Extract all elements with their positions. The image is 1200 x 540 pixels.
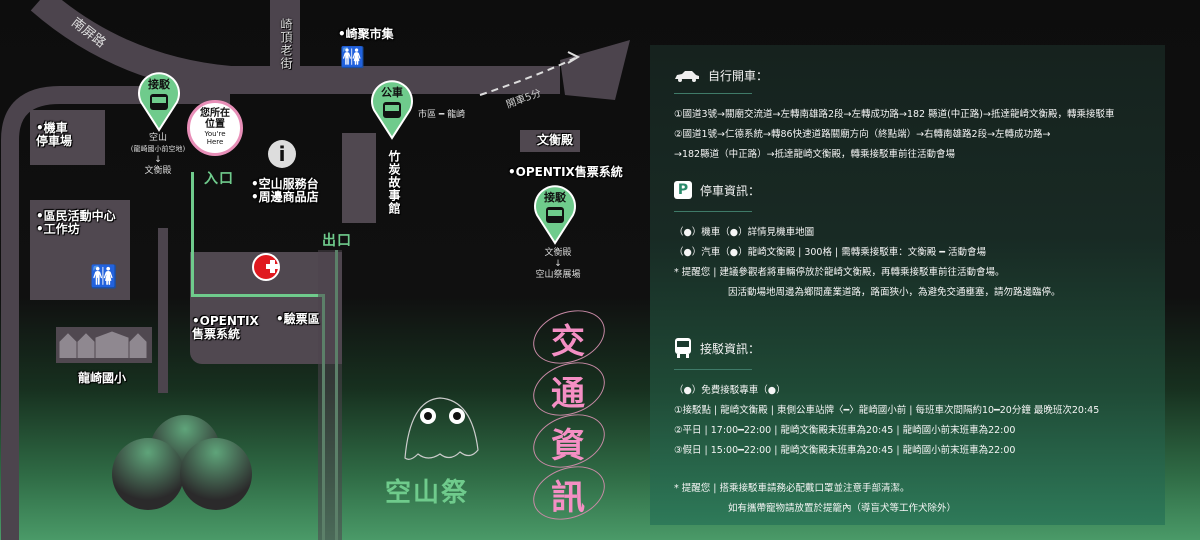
divider (674, 93, 752, 94)
parking-line: （●）機車（●）詳情見機車地圖 (674, 227, 815, 238)
bus-icon (675, 338, 691, 358)
bamboo-museum-block (342, 133, 376, 223)
divider (674, 369, 752, 370)
tree-icon (112, 438, 184, 510)
moto-parking-block (30, 110, 105, 165)
side-road (158, 228, 168, 393)
shuttle-line: ③假日 | 15:00━22:00 | 龍崎文衡殿末班車為20:45 | 龍崎國… (674, 445, 1016, 456)
ghost-mascot-icon (404, 397, 479, 460)
info-panel: 自行開車： ①國道3號→關廟交流道→左轉南雄路2段→左轉成功路→182 縣道(中… (650, 45, 1165, 525)
entry-path (191, 172, 194, 294)
shuttle-reminder-cont: 如有攜帶寵物請放置於提籠內（導盲犬等工作犬除外） (728, 503, 957, 514)
bus-route-label: 市區 ━ 龍崎 (418, 110, 466, 120)
shuttle-reminder: * 提醒您 | 搭乘接駁車請務必配戴口罩並注意手部清潔。 (674, 483, 910, 494)
parking-heading: P 停車資訊： (674, 181, 760, 199)
restroom-nursing-icon: 🚻 (340, 45, 365, 69)
service-desk-label: •空山服務台•周邊商品店 (251, 177, 319, 204)
title-char: 訊 (551, 478, 585, 518)
shuttle-heading-text: 接駁資訊： (700, 341, 761, 356)
school-label: 龍崎國小 (78, 371, 127, 385)
market-label: •崎聚市集 (338, 27, 394, 41)
divider (674, 211, 752, 212)
drive-route-2-cont: →182縣道（中正路）→抵達龍崎文衡殿，轉乘接駁車前往活動會場 (674, 149, 956, 160)
title-char: 交 (551, 322, 585, 362)
parking-heading-text: 停車資訊： (700, 183, 761, 198)
wenheng-hall-block (520, 130, 580, 152)
tree-icon (180, 438, 252, 510)
community-center-block (30, 200, 130, 300)
exit-label: 出口 (322, 233, 352, 249)
bamboo-museum-label: 竹炭故事館 (387, 150, 401, 215)
shuttle-pin-left-label: 接駁 (148, 78, 170, 91)
shuttle-right-route: 文衡殿 ↓ 空山祭展場 (535, 248, 581, 280)
restroom-icon: 🚻 (90, 265, 118, 290)
you-are-here-marker: 您所在 位置 You're Here (187, 100, 243, 156)
drive-route-1: ①國道3號→關廟交流道→左轉南雄路2段→左轉成功路→182 縣道(中正路)→抵達… (674, 109, 1115, 120)
first-aid-icon (252, 253, 280, 281)
entrance-label: 入口 (204, 171, 234, 187)
bus-pin-label: 公車 (381, 86, 403, 99)
community-center-label: •區民活動中心•工作坊 (36, 209, 116, 236)
parking-icon: P (674, 181, 692, 199)
shuttle-pin-left[interactable]: 接駁 (137, 72, 181, 132)
exit-road (318, 250, 342, 540)
kongshan-logo: 空山祭 (385, 478, 470, 508)
car-icon (675, 70, 699, 82)
title-char: 資 (551, 426, 585, 466)
inner-path (191, 294, 323, 297)
shuttle-line: （●）免費接駁專車（●） (674, 385, 786, 396)
title-char: 通 (551, 374, 585, 414)
shuttle-pin-right[interactable]: 接駁 (533, 185, 577, 245)
parking-reminder-cont: 因活動場地周邊為鄉間產業道路，路面狹小，為避免交通壅塞，請勿路邊臨停。 (728, 287, 1061, 298)
shuttle-heading: 接駁資訊： (674, 337, 760, 359)
shuttle-left-route: 空山 (龍崎國小前空地) ↓ 文衡殿 (130, 133, 186, 176)
road-label-qiding: 崎頂老街 (279, 18, 293, 70)
school-icon (59, 331, 147, 358)
drive-route-2: ②國道1號→仁德系統→轉86快速道路關廟方向（終點端）→右轉南雄路2段→左轉成功… (674, 129, 1051, 140)
drive-heading-text: 自行開車： (708, 69, 769, 83)
drive-heading: 自行開車： (674, 67, 768, 84)
shuttle-line: ①接駁點 | 龍崎文衡殿 | 東側公車站牌〈━〉龍崎國小前 | 每班車次間隔約1… (674, 405, 1100, 416)
parking-line: （●）汽車（●）龍崎文衡殿 | 300格 | 需轉乘接駁車：文衡殿 ━ 活動會場 (674, 247, 986, 258)
info-icon: i (268, 140, 296, 168)
wenheng-hall-label: 文衡殿 (537, 133, 574, 147)
shuttle-line: ②平日 | 17:00━22:00 | 龍崎文衡殿末班車為20:45 | 龍崎國… (674, 425, 1016, 436)
road-network (1, 0, 630, 540)
bus-pin[interactable]: 公車 (370, 80, 414, 140)
shuttle-pin-right-label: 接駁 (544, 191, 566, 204)
parking-reminder: * 提醒您 | 建議參觀者將車輛停放於龍崎文衡殿，再轉乘接駁車前往活動會場。 (674, 267, 1005, 278)
ticket-check-label: •驗票區 (276, 312, 320, 326)
moto-parking-label: •機車停車場 (36, 121, 73, 148)
opentix-right-label: •OPENTIX售票系統 (508, 165, 623, 179)
